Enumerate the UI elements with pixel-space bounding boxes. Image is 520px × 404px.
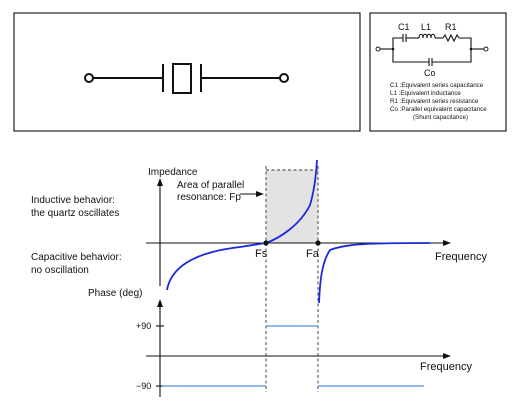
circuit-left-terminal <box>375 46 381 52</box>
impedance-y-arrow <box>157 178 163 186</box>
equivalent-circuit-panel: C1 L1 R1 Co C1 :Equivalent series capaci… <box>369 12 507 132</box>
phase-x-axis-label: Frequency <box>420 361 472 373</box>
impedance-curve-right-branch <box>318 242 431 304</box>
equivalent-circuit-frame <box>369 12 507 132</box>
wire-bottom-right <box>432 49 472 63</box>
phase-y-arrow <box>157 299 163 307</box>
co-label: Co <box>424 68 436 78</box>
r1-label: R1 <box>445 22 457 32</box>
impedance-axis-label: Impedance <box>148 167 198 178</box>
equivalent-circuit-schematic: C1 L1 R1 Co <box>375 22 489 78</box>
inductive-behavior-label-line1: Inductive behavior: <box>31 195 115 206</box>
phase-axis-label: Phase (deg) <box>88 288 142 299</box>
crystal-symbol-panel <box>13 12 361 132</box>
wire-top-left <box>392 37 403 49</box>
right-terminal <box>279 73 289 83</box>
left-terminal <box>84 73 94 83</box>
equivalent-circuit-legend: C1 :Equivalent series capacitance L1 :Eq… <box>390 82 487 121</box>
l1-coil <box>418 33 436 39</box>
fs-label: Fs <box>255 248 268 260</box>
legend-co-note: (Shunt capacitance) <box>413 114 468 121</box>
crystal-symbol <box>84 63 289 94</box>
quartz-element <box>172 63 192 94</box>
c1-label: C1 <box>398 22 410 32</box>
fs-point <box>263 240 269 246</box>
capacitive-behavior-label-line1: Capacitive behavior: <box>31 252 122 263</box>
r1-zigzag <box>442 33 460 43</box>
legend-r1: R1 :Equivalent series resistance <box>390 98 479 105</box>
fa-point <box>315 240 321 246</box>
phase-x-arrow <box>443 353 451 359</box>
circuit-right-terminal <box>483 46 489 52</box>
legend-l1: L1 :Equivalent inductance <box>390 90 461 97</box>
impedance-plot: Impedance Area of parallel resonance: Fp… <box>31 159 487 392</box>
legend-c1: C1 :Equivalent series capacitance <box>390 82 484 89</box>
impedance-x-axis-label: Frequency <box>435 251 487 263</box>
impedance-x-arrow <box>443 240 451 246</box>
parallel-resonance-label-line2: resonance: Fp <box>177 192 241 203</box>
l1-label: L1 <box>421 22 431 32</box>
fa-label: Fa <box>306 248 320 260</box>
legend-co: Co :Parallel equivalent capacitance <box>390 106 487 113</box>
parallel-resonance-label-line1: Area of parallel <box>177 180 244 191</box>
inductive-behavior-label-line2: the quartz oscillates <box>31 208 119 219</box>
phase-plot: Phase (deg) +90 −90 Frequency <box>88 288 472 397</box>
phase-tick-minus90-label: −90 <box>136 381 151 391</box>
phase-tick-plus90-label: +90 <box>136 321 151 331</box>
wire-bottom-left <box>392 49 429 63</box>
wire-top-right <box>459 37 472 49</box>
capacitive-behavior-label-line2: no oscillation <box>31 265 89 276</box>
annotation-arrow-head <box>256 191 264 197</box>
